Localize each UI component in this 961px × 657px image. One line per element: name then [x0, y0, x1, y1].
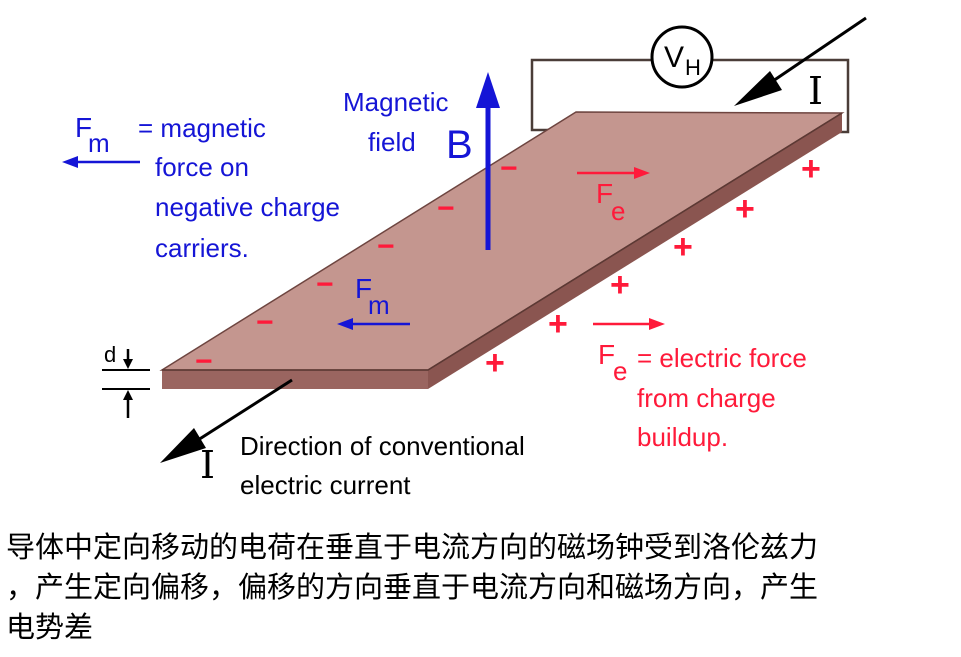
fe-legend-symbol: F	[598, 339, 615, 370]
thickness-marker	[102, 349, 150, 418]
fm-plate-subscript: m	[368, 290, 390, 320]
positive-charges: + + + + + +	[485, 150, 821, 382]
plate-right-edge	[428, 113, 842, 389]
fm-legend-subscript: m	[88, 128, 110, 158]
negative-charge: −	[500, 152, 518, 185]
fe-legend-line1: = electric force	[637, 343, 807, 373]
fm-arrow-on-plate	[337, 318, 410, 330]
field-symbol: B	[446, 123, 473, 167]
conductor-plate	[159, 111, 845, 389]
fm-legend-line4: carriers.	[155, 233, 249, 263]
fm-legend-line2: force on	[155, 152, 249, 182]
thickness-label: d	[104, 342, 116, 367]
field-label-line2: field	[368, 127, 416, 157]
positive-charge: +	[485, 344, 505, 382]
negative-charge: −	[256, 306, 274, 339]
current-symbol-top: I	[808, 69, 823, 113]
positive-charge: +	[673, 228, 693, 266]
plate-front-edge	[162, 370, 428, 389]
magnetic-field-arrow	[476, 72, 500, 250]
positive-charge: +	[548, 305, 568, 343]
fm-legend: F m = magnetic force on negative charge …	[62, 112, 340, 263]
caption-text: 导体中定向移动的电荷在垂直于电流方向的磁场钟受到洛伦兹力 ，产生定向偏移，偏移的…	[6, 527, 956, 647]
positive-charge: +	[610, 266, 630, 304]
fm-legend-line1: = magnetic	[138, 113, 266, 143]
current-arrow-in	[734, 16, 867, 106]
voltmeter-symbol: V	[664, 41, 684, 74]
positive-charge: +	[801, 150, 821, 188]
fe-legend: F e = electric force from charge buildup…	[593, 318, 807, 452]
negative-charges: − − − − − −	[195, 152, 518, 378]
caption-line-3: 电势差	[6, 610, 94, 644]
fm-legend-line3: negative charge	[155, 192, 340, 222]
voltmeter-subscript: H	[685, 55, 701, 80]
positive-charge: +	[735, 190, 755, 228]
fe-plate-subscript: e	[611, 196, 625, 226]
fe-arrow-on-plate	[577, 167, 650, 179]
negative-charge: −	[316, 268, 334, 301]
negative-charge: −	[437, 192, 455, 225]
current-symbol-bottom: I	[200, 443, 215, 487]
negative-charge: −	[377, 230, 395, 263]
current-text-line1: Direction of conventional	[240, 431, 525, 461]
fe-plate-symbol: F	[596, 178, 613, 209]
field-label-line1: Magnetic	[343, 87, 449, 117]
fm-plate-symbol: F	[355, 273, 372, 304]
fe-legend-line2: from charge	[637, 383, 776, 413]
fe-legend-subscript: e	[613, 356, 627, 386]
current-arrow-out	[160, 378, 293, 463]
negative-charge: −	[195, 345, 213, 378]
caption-line-1: 导体中定向移动的电荷在垂直于电流方向的磁场钟受到洛伦兹力	[6, 530, 819, 564]
voltmeter: V H	[650, 25, 714, 89]
fm-legend-symbol: F	[75, 112, 92, 143]
fe-legend-line3: buildup.	[637, 422, 728, 452]
current-text-line2: electric current	[240, 470, 411, 500]
caption-line-2: ，产生定向偏移，偏移的方向垂直于电流方向和磁场方向，产生	[6, 570, 819, 604]
